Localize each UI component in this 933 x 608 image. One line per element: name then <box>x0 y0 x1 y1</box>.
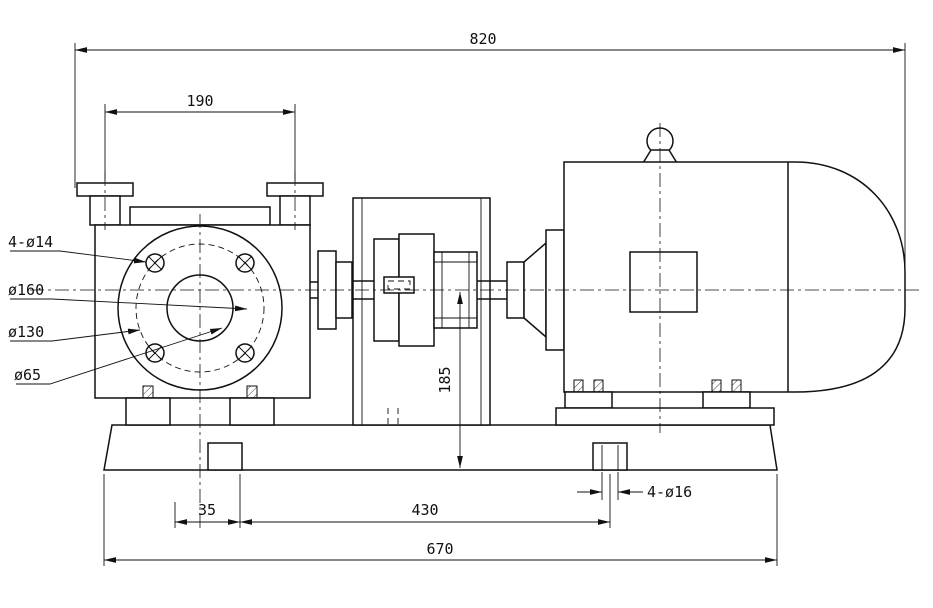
pump-foot-right <box>229 397 275 426</box>
label-flange-bolt-holes: 4-ø14 <box>8 233 53 251</box>
base-plate-outline <box>103 424 778 471</box>
dim-text-overall-length: 820 <box>469 30 496 48</box>
dim-text-shaft-height: 185 <box>436 366 454 393</box>
label-bolt-circle-dia: ø130 <box>8 323 44 341</box>
motor-body <box>563 161 906 393</box>
base-slot-right <box>592 442 628 471</box>
callouts: 4-ø14 ø160 ø130 ø65 <box>8 233 248 385</box>
motor-terminal-box <box>629 251 698 313</box>
dim-text-foot-offset: 35 <box>198 501 216 519</box>
dim-text-base-length: 670 <box>426 540 453 558</box>
leader-bolt-circle-dia <box>10 328 141 342</box>
leader-flange-outer-dia <box>10 298 248 312</box>
pump-foundation-bolt <box>246 385 258 399</box>
motor-foot-left <box>564 391 613 409</box>
bolt-hole-cross <box>147 255 163 271</box>
pump-foot-left <box>125 397 171 426</box>
base-slot-left <box>207 442 243 471</box>
motor <box>545 127 906 426</box>
motor-foundation-bolt <box>593 379 604 393</box>
bolt-hole <box>235 253 255 273</box>
coupling-keyway-hidden <box>387 280 411 290</box>
motor-foundation-bolt <box>711 379 722 393</box>
centerlines <box>30 123 922 530</box>
coupling-keyway <box>383 276 415 294</box>
motor-foot-right <box>702 391 751 409</box>
label-flange-outer-dia: ø160 <box>8 281 44 299</box>
bolt-hole <box>145 253 165 273</box>
leader-port-bore-dia <box>16 327 223 385</box>
motor-foundation-bolt <box>573 379 584 393</box>
bolt-hole <box>235 343 255 363</box>
motor-foundation-bolt <box>731 379 742 393</box>
bolt-hole-cross <box>237 255 253 271</box>
base-plate <box>103 424 778 471</box>
dim-text-port-spacing: 190 <box>186 92 213 110</box>
motor-mounting-rail <box>555 407 775 426</box>
dimensions: 820 190 185 35 430 670 4-ø16 <box>74 30 906 566</box>
shaft-coupling <box>310 233 547 347</box>
pump-cover-bolt-holes <box>145 253 255 363</box>
bolt-hole-cross <box>237 345 253 361</box>
label-foundation-holes: 4-ø16 <box>647 483 692 501</box>
leader-flange-bolt-holes <box>10 250 147 264</box>
dim-text-hole-span: 430 <box>411 501 438 519</box>
pump-foundation-bolt <box>142 385 154 399</box>
label-port-bore-dia: ø65 <box>14 366 41 384</box>
pump-assembly <box>76 182 324 426</box>
